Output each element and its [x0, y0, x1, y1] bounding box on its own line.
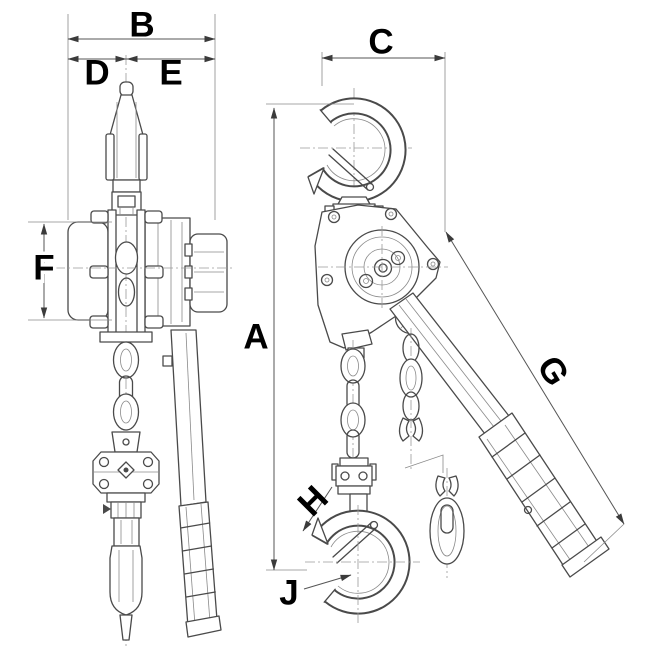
dimension-C [321, 52, 446, 232]
front-hand-chain [398, 328, 444, 473]
front-end-link [429, 468, 465, 578]
front-load-chain [340, 340, 366, 460]
front-lever [389, 292, 610, 578]
dim-label-j: J [279, 574, 298, 613]
side-view [67, 55, 228, 646]
dim-label-d: D [84, 54, 109, 93]
side-body [67, 209, 228, 343]
dimension-F [28, 221, 235, 321]
dim-label-e: E [159, 54, 182, 93]
dimension-H-leader [302, 486, 333, 532]
dimension-B [67, 14, 216, 220]
dimension-J-leader [303, 574, 352, 590]
dim-label-c: C [368, 23, 393, 62]
dim-label-h: H [290, 478, 335, 523]
dim-label-g: G [529, 349, 576, 392]
dim-label-f: F [33, 249, 54, 288]
front-body [314, 204, 448, 359]
side-load-chain [111, 341, 141, 453]
dim-label-a: A [243, 318, 268, 357]
dim-label-b: B [129, 6, 154, 45]
dimension-G [445, 231, 625, 563]
side-top-hook [105, 81, 148, 216]
front-bottom-hook [305, 457, 420, 625]
side-lever [162, 329, 222, 638]
side-bottom-block [92, 451, 160, 641]
dimension-A [266, 103, 354, 571]
